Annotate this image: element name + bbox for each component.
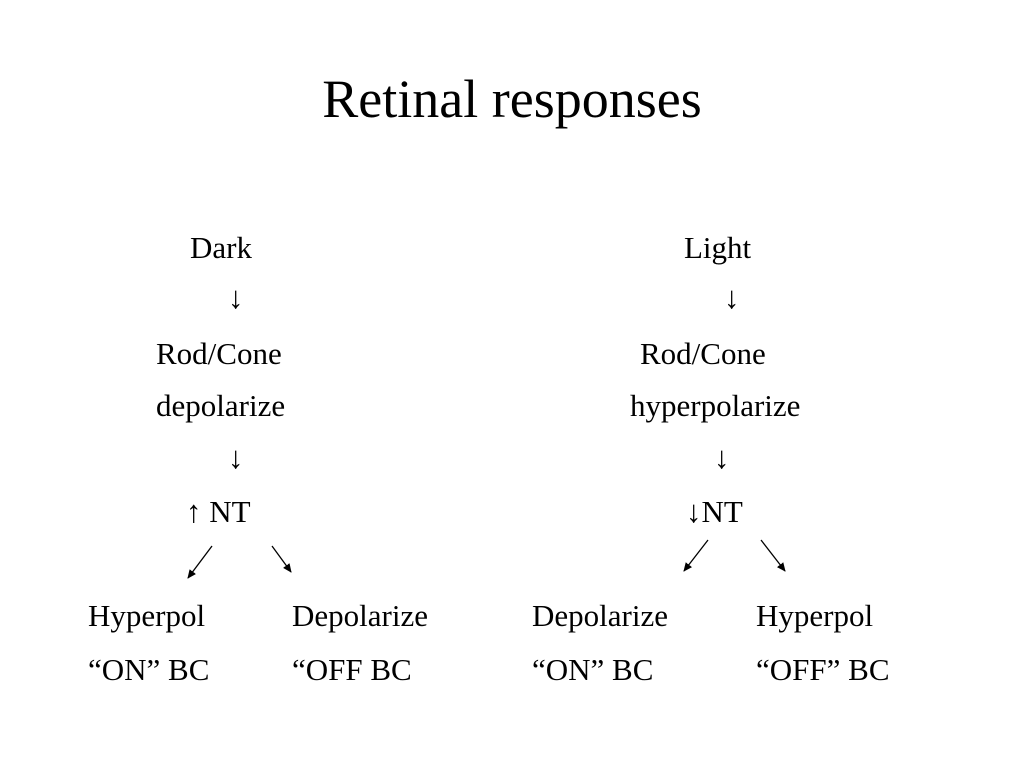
slide-title: Retinal responses [322,69,702,129]
dark-right-branch-line1: Depolarize [292,598,428,633]
light-left-branch-arrow-icon [683,539,709,572]
dark-rod-cone: Rod/Cone [156,336,282,371]
dark-down-arrow-1-icon: ↓ [228,280,244,315]
light-rod-cone: Rod/Cone [640,336,766,371]
dark-nt: ↑ NT [186,494,251,529]
light-left-branch-line1: Depolarize [532,598,668,633]
light-down-arrow-2-icon: ↓ [714,440,730,475]
dark-left-branch-arrow-icon [187,545,213,579]
dark-left-branch-line2: “ON” BC [88,652,210,687]
dark-right-branch-line2: “OFF BC [292,652,412,687]
dark-left-branch-line1: Hyperpol [88,598,206,633]
light-down-arrow-1-icon: ↓ [724,280,740,315]
light-hyperpolarize: hyperpolarize [630,388,801,423]
light-right-branch-line1: Hyperpol [756,598,874,633]
light-right-branch-arrow-icon [760,539,786,572]
dark-right-branch-arrow-icon [271,545,292,573]
dark-down-arrow-2-icon: ↓ [228,440,244,475]
dark-label: Dark [190,230,252,265]
light-right-branch-line2: “OFF” BC [756,652,890,687]
light-left-branch-line2: “ON” BC [532,652,654,687]
light-nt: ↓NT [686,494,743,529]
light-label: Light [684,230,752,265]
dark-depolarize: depolarize [156,388,286,423]
